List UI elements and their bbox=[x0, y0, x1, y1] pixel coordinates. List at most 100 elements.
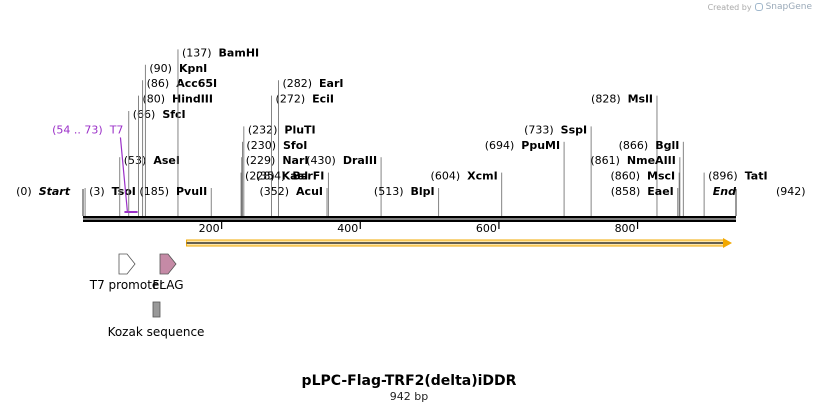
site-position: (513) bbox=[374, 185, 411, 198]
site-enzyme-name: NmeAIII bbox=[627, 154, 676, 167]
primer-name: T7 bbox=[109, 123, 124, 136]
site-label: (352) AcuI bbox=[259, 185, 323, 198]
site-enzyme-name: BamHI bbox=[219, 46, 260, 59]
site-label: (53) AseI bbox=[124, 154, 180, 167]
site-label: (604) XcmI bbox=[431, 170, 498, 183]
primer-bar bbox=[124, 211, 138, 213]
site-position: (866) bbox=[619, 139, 656, 152]
site-label: (354) BsrFI bbox=[256, 170, 325, 183]
scale-tick-label: 600 bbox=[476, 222, 497, 235]
site-position: (272) bbox=[276, 93, 313, 106]
end-position: (942) bbox=[776, 185, 806, 198]
site-label: (86) Acc65I bbox=[147, 77, 218, 90]
site-label: (866) BglI bbox=[619, 139, 680, 152]
site-position: (694) bbox=[485, 139, 522, 152]
end-label: End bbox=[713, 185, 736, 198]
feature-arrow bbox=[118, 253, 136, 275]
site-enzyme-name: DraIII bbox=[343, 154, 377, 167]
site-label: (282) EarI bbox=[282, 77, 343, 90]
site-position: (861) bbox=[590, 154, 627, 167]
snapgene-logo-icon bbox=[754, 3, 763, 11]
site-label: (694) PpuMI bbox=[485, 139, 560, 152]
site-position: (858) bbox=[611, 185, 648, 198]
site-position: (352) bbox=[259, 185, 296, 198]
site-label-text: (230) SfoI bbox=[246, 139, 307, 152]
site-position: (137) bbox=[182, 46, 219, 59]
site-position: (228) bbox=[245, 170, 282, 183]
site-label-text: (866) BglI bbox=[619, 139, 680, 152]
site-position: (354) bbox=[256, 170, 293, 183]
start-name: Start bbox=[39, 185, 71, 198]
site-enzyme-name: TsoI bbox=[112, 185, 136, 198]
site-label-text: (604) XcmI bbox=[431, 170, 498, 183]
site-label-text: (86) Acc65I bbox=[147, 77, 218, 90]
site-enzyme-name: BglI bbox=[655, 139, 679, 152]
primer-label: (54 .. 73) T7 bbox=[52, 123, 123, 136]
site-label-text: (53) AseI bbox=[124, 154, 180, 167]
site-enzyme-name: PluTI bbox=[284, 123, 315, 136]
site-enzyme-name: PpuMI bbox=[521, 139, 560, 152]
site-position: (896) bbox=[708, 170, 745, 183]
site-position: (232) bbox=[248, 123, 285, 136]
site-labels: (3) TsoI(53) AseI(66) SfcI(80) HindIII(8… bbox=[16, 46, 806, 216]
site-enzyme-name: AcuI bbox=[296, 185, 323, 198]
site-enzyme-name: HindIII bbox=[172, 93, 213, 106]
primer-range: (54 .. 73) bbox=[52, 123, 110, 136]
start-position: (0) bbox=[16, 185, 39, 198]
site-position: (90) bbox=[149, 62, 179, 75]
site-label: (828) MslI bbox=[591, 93, 653, 106]
site-position: (430) bbox=[306, 154, 343, 167]
site-position: (828) bbox=[591, 93, 628, 106]
site-label-text: (858) EaeI bbox=[611, 185, 674, 198]
site-label: (229) NarI bbox=[246, 154, 309, 167]
site-position: (733) bbox=[524, 123, 561, 136]
backbone-bottom-strand bbox=[83, 219, 736, 222]
site-label-text: (228) KasI bbox=[245, 170, 308, 183]
site-label-text: (282) EarI bbox=[282, 77, 343, 90]
site-label: (185) PvuII bbox=[139, 185, 207, 198]
site-label: (272) EciI bbox=[276, 93, 334, 106]
site-enzyme-name: EarI bbox=[319, 77, 343, 90]
site-label-text: (354) BsrFI bbox=[256, 170, 325, 183]
site-position: (185) bbox=[139, 185, 176, 198]
site-label: (860) MscI bbox=[610, 170, 675, 183]
feature-label: FLAG bbox=[152, 278, 183, 292]
site-label-text: (733) SspI bbox=[524, 123, 587, 136]
feature-label: Kozak sequence bbox=[108, 325, 205, 339]
site-label: (733) SspI bbox=[524, 123, 587, 136]
site-label-text: (694) PpuMI bbox=[485, 139, 560, 152]
site-enzyme-name: NarI bbox=[282, 154, 308, 167]
site-position: (860) bbox=[610, 170, 647, 183]
map-title: pLPC-Flag-TRF2(delta)iDDR bbox=[301, 373, 517, 389]
site-enzyme-name: TatI bbox=[745, 170, 768, 183]
site-position: (604) bbox=[431, 170, 468, 183]
site-position: (282) bbox=[282, 77, 319, 90]
site-enzyme-name: AseI bbox=[153, 154, 180, 167]
site-enzyme-name: Acc65I bbox=[176, 77, 217, 90]
site-position: (3) bbox=[89, 185, 112, 198]
site-label: (896) TatI bbox=[708, 170, 767, 183]
site-label-text: (137) BamHI bbox=[182, 46, 259, 59]
site-position: (80) bbox=[142, 93, 172, 106]
site-label-text: (513) BlpI bbox=[374, 185, 435, 198]
site-label-text: (896) TatI bbox=[708, 170, 767, 183]
site-label-text: (272) EciI bbox=[276, 93, 334, 106]
site-label-text: (185) PvuII bbox=[139, 185, 207, 198]
primer-leader-line bbox=[119, 137, 129, 213]
site-label: (513) BlpI bbox=[374, 185, 435, 198]
site-label-text: (80) HindIII bbox=[142, 93, 213, 106]
site-label: (90) KpnI bbox=[149, 62, 207, 75]
site-label: (80) HindIII bbox=[142, 93, 213, 106]
feature-arrow bbox=[159, 253, 177, 275]
site-label-text: (90) KpnI bbox=[149, 62, 207, 75]
site-enzyme-name: EaeI bbox=[647, 185, 674, 198]
feature-box bbox=[152, 301, 161, 318]
site-position: (230) bbox=[246, 139, 283, 152]
site-label: (66) SfcI bbox=[133, 108, 186, 121]
site-position: (86) bbox=[147, 77, 177, 90]
site-enzyme-name: KpnI bbox=[179, 62, 207, 75]
site-position: (66) bbox=[133, 108, 163, 121]
